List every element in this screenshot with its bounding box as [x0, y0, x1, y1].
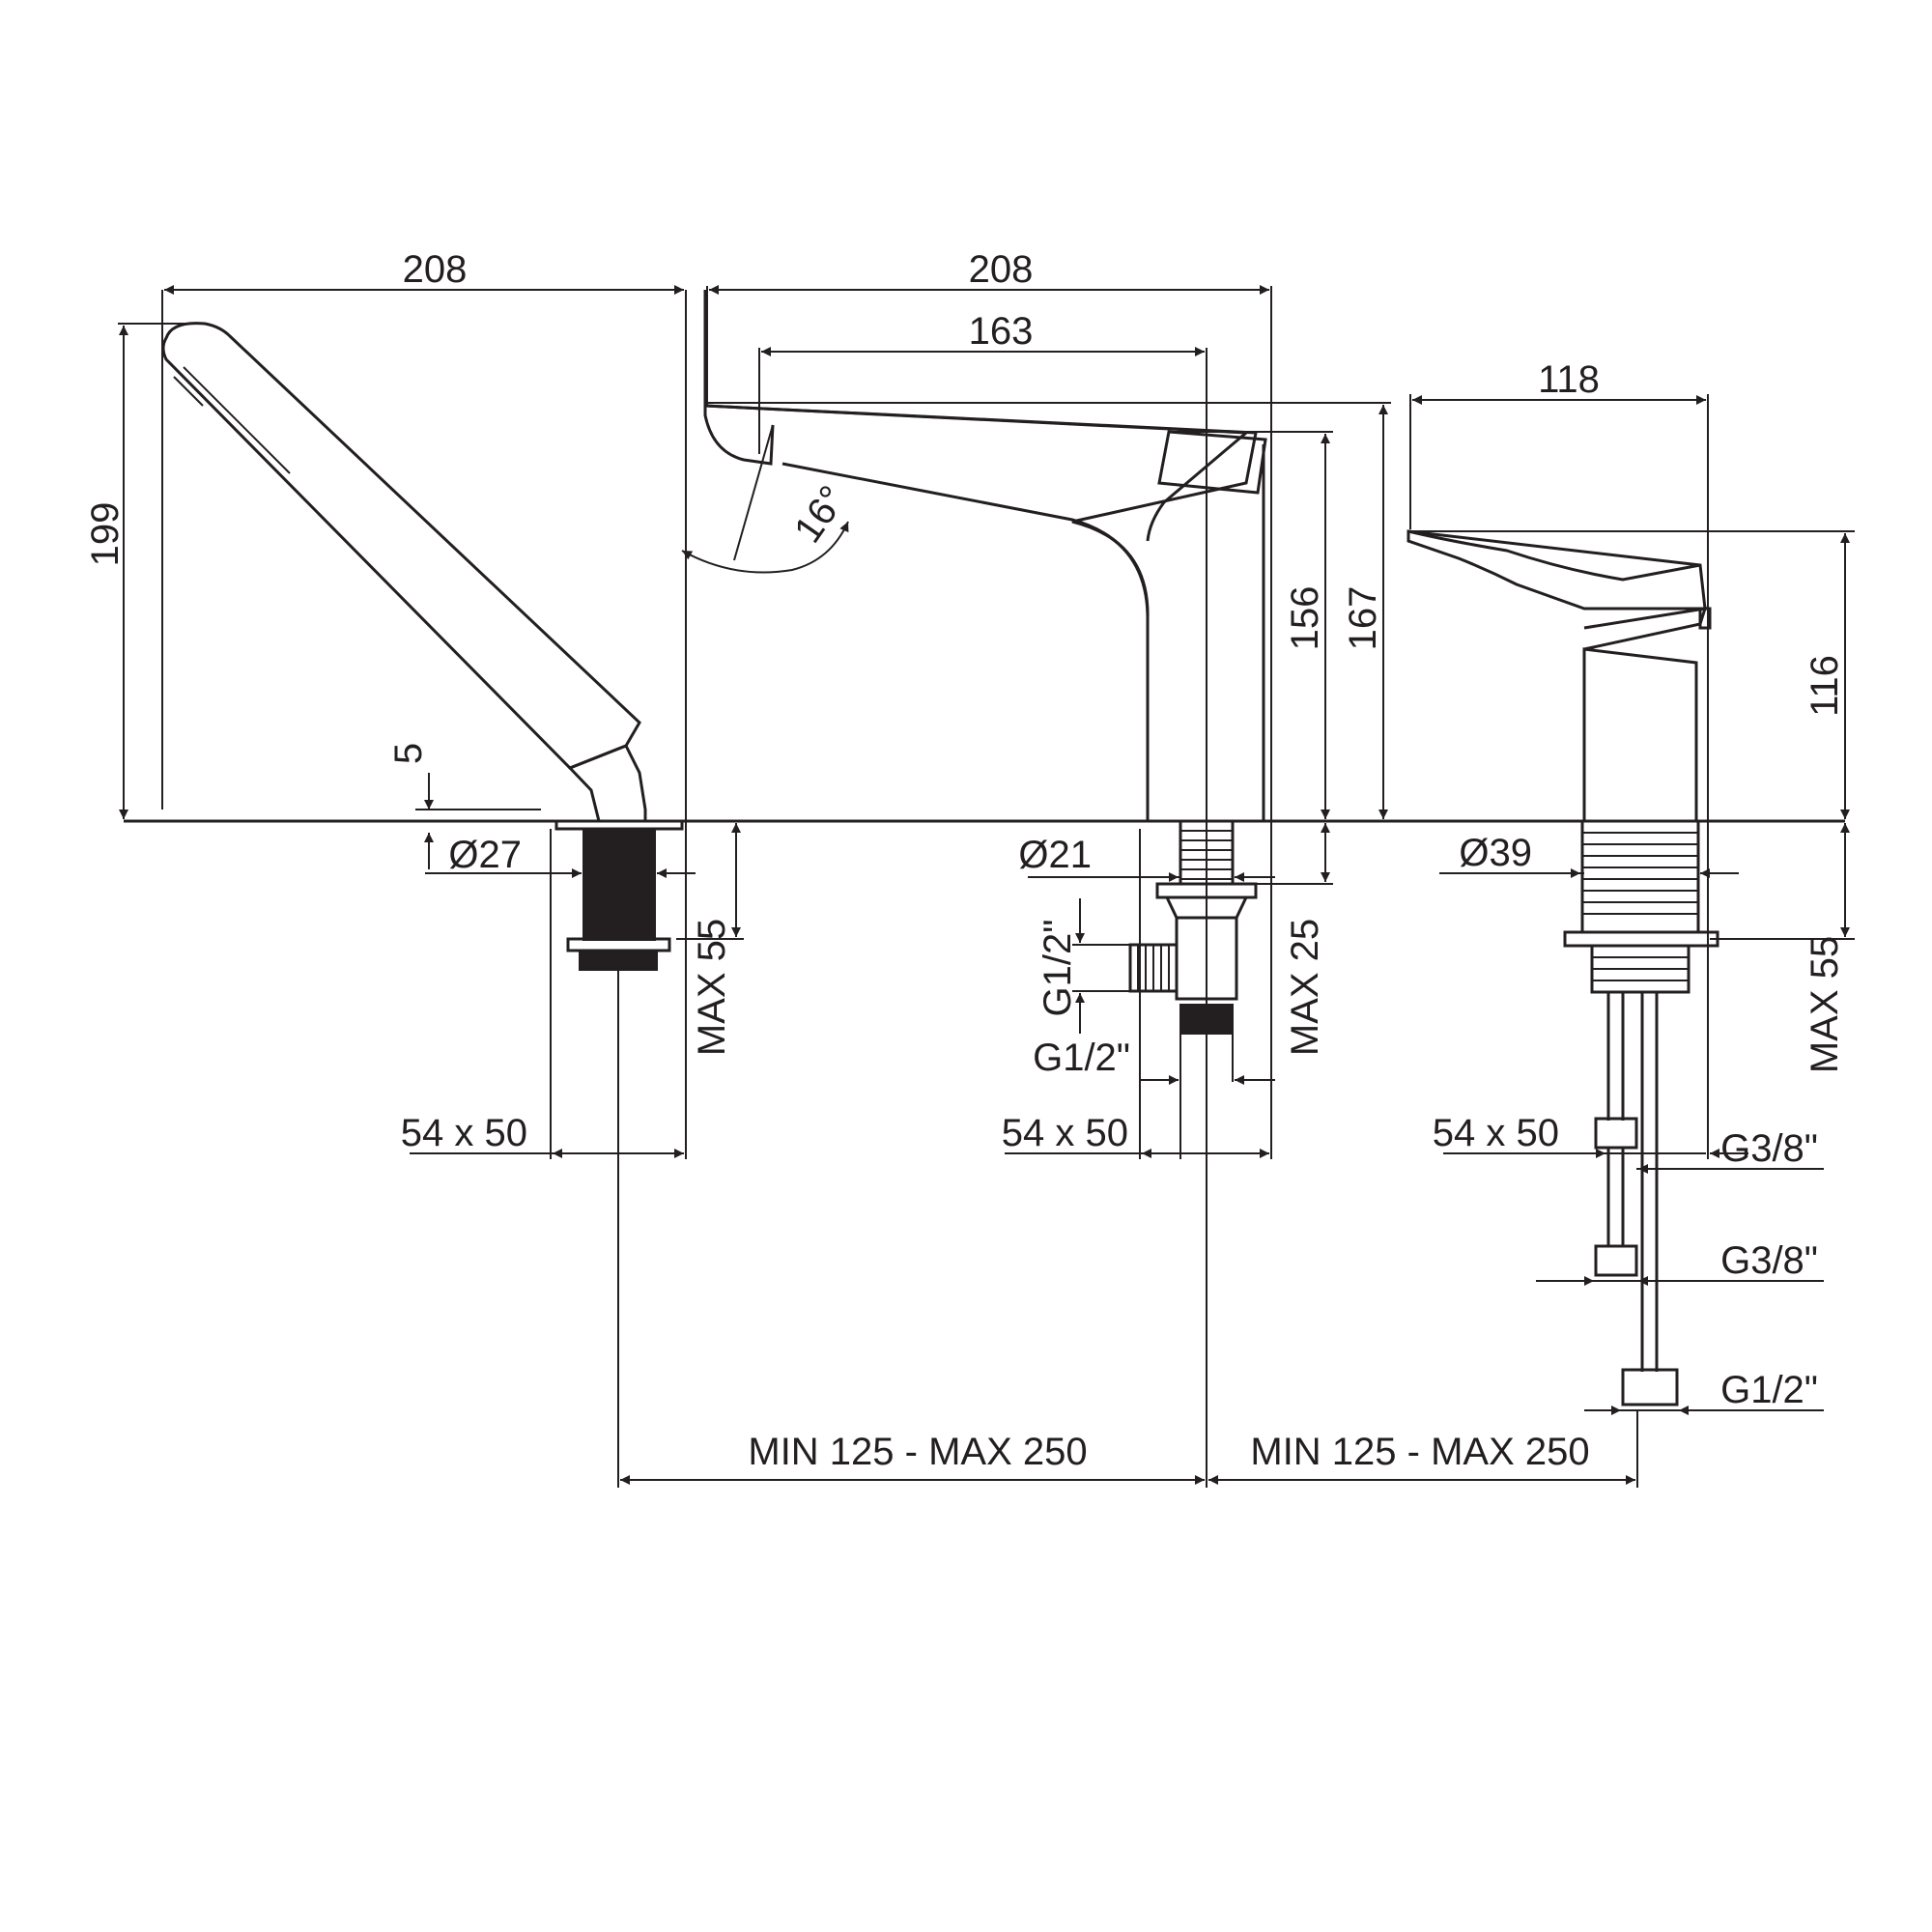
- flexible-hoses: [1594, 992, 1679, 1406]
- dim-hose-bottom: G1/2": [1720, 1369, 1818, 1411]
- dim-spout-angle: 16°: [786, 478, 855, 551]
- dim-spacing-left: MIN 125 - MAX 250: [748, 1431, 1087, 1473]
- dim-spout-total-height: 167: [1342, 586, 1384, 651]
- dim-max-right: MAX 55: [1804, 936, 1846, 1073]
- dim-hole-left: 54 x 50: [401, 1112, 527, 1154]
- dim-offset: 5: [387, 743, 430, 764]
- dim-hose-top: G3/8": [1720, 1127, 1818, 1170]
- dimension-labels: 208 199 208 163 16° 156 167 118 116 5 Ø2…: [84, 248, 1846, 1473]
- dim-dia-mixer: Ø39: [1459, 832, 1532, 874]
- dim-spout-width: 208: [969, 248, 1034, 291]
- dim-spout-reach: 163: [969, 310, 1034, 353]
- dim-mixer-width: 118: [1538, 358, 1600, 401]
- mixer-shank: [1580, 819, 1700, 934]
- dim-max-mid: MAX 25: [1284, 919, 1326, 1056]
- dim-dia-hand-shower: Ø27: [448, 834, 522, 876]
- hand-shower: [161, 322, 684, 971]
- dim-hose-mid: G3/8": [1720, 1239, 1818, 1282]
- dim-max-left: MAX 55: [691, 919, 733, 1056]
- dim-conn-side: G1/2": [1037, 920, 1079, 1017]
- single-lever-mixer: [1406, 529, 1719, 1406]
- dim-spout-height: 156: [1284, 586, 1326, 651]
- dim-hand-shower-width: 208: [403, 248, 468, 291]
- dim-spacing-right: MIN 125 - MAX 250: [1250, 1431, 1589, 1473]
- dim-dia-spout: Ø21: [1018, 834, 1092, 876]
- dim-hole-right: 54 x 50: [1433, 1112, 1559, 1154]
- dim-conn-bottom: G1/2": [1033, 1037, 1130, 1079]
- hand-shower-shank: [582, 828, 656, 941]
- dimension-lines: [118, 285, 1855, 1488]
- dim-mixer-height: 116: [1804, 655, 1846, 717]
- bath-spout: [703, 290, 1267, 1035]
- dim-hole-mid: 54 x 50: [1002, 1112, 1128, 1154]
- dim-hand-shower-height: 199: [84, 502, 127, 567]
